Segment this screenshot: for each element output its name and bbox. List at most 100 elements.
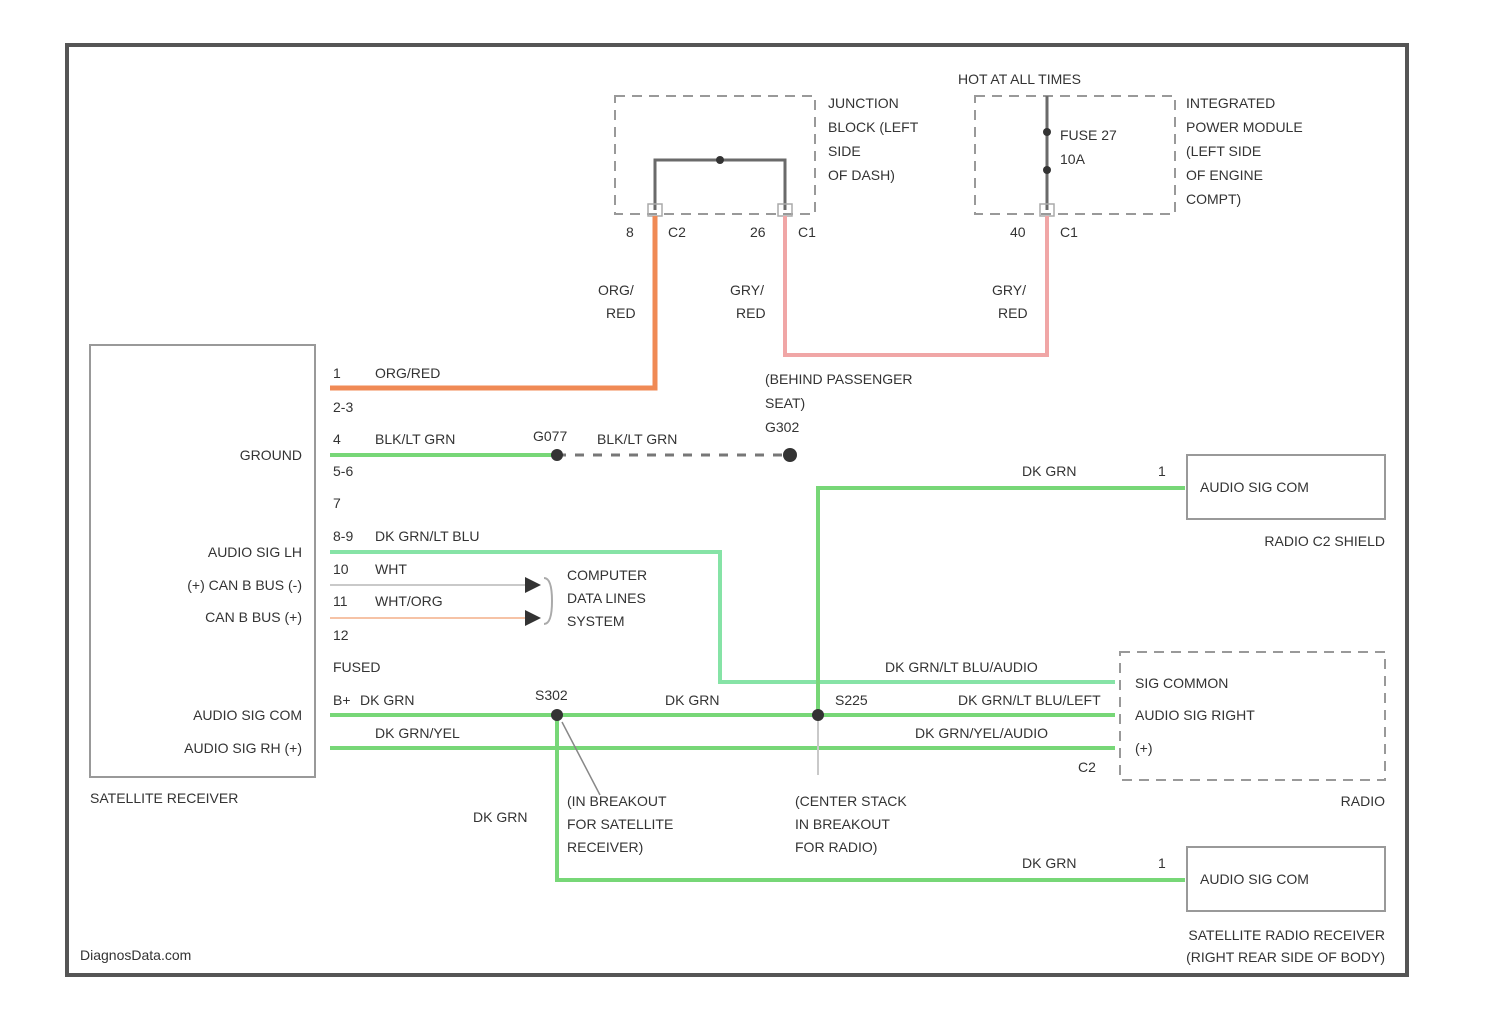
ground-loc-2: SEAT)	[765, 395, 805, 411]
fuse-node-bottom	[1043, 166, 1051, 174]
wire-label-org-2: RED	[606, 305, 636, 321]
radio-c2-caption: RADIO C2 SHIELD	[1264, 533, 1385, 549]
sat-splice-label: S302	[535, 687, 568, 703]
sat-pin-label-rh: AUDIO SIG RH (+)	[184, 740, 302, 756]
jb-left-pin: 8	[626, 224, 634, 240]
sat-row-pin-2: 2-3	[333, 399, 353, 415]
wire-label-vert: DK GRN	[473, 809, 527, 825]
junction-bus-node	[716, 156, 724, 164]
jb-label-2: BLOCK (LEFT	[828, 119, 919, 135]
junction-block-bus	[655, 160, 785, 210]
ground-loc-3: G302	[765, 419, 799, 435]
ctr-breakout-1: (CENTER STACK	[795, 793, 907, 809]
sat-row-pin-5: 7	[333, 495, 341, 511]
sat-pin-label-ground: GROUND	[240, 447, 302, 463]
wire-label-gry1-1: GRY/	[730, 282, 764, 298]
ipm-label-5: COMPT)	[1186, 191, 1241, 207]
sat-pin-label-lh: AUDIO SIG LH	[208, 544, 302, 560]
sat-row-pin-4: 5-6	[333, 463, 353, 479]
sat-row-pin-11: B+	[333, 692, 351, 708]
wire-label-audio-lh: DK GRN/LT BLU/AUDIO	[885, 659, 1038, 675]
sat-row-wire-10: FUSED	[333, 659, 380, 675]
sat-row-wire-1: ORG/RED	[375, 365, 440, 381]
sat-splice-dot	[551, 709, 563, 721]
radio-caption: RADIO	[1341, 793, 1385, 809]
ground-wire-label: BLK/LT GRN	[597, 431, 677, 447]
cdl-label-2: DATA LINES	[567, 590, 646, 606]
wire-label-sat-radio: DK GRN	[1022, 855, 1076, 871]
ctr-splice-dot	[812, 709, 824, 721]
sat-radio-pin-text: AUDIO SIG COM	[1200, 871, 1309, 887]
radio-c2-pin-text: AUDIO SIG COM	[1200, 479, 1309, 495]
sat-row-pin-3: 4	[333, 431, 341, 447]
ipm-label-3: (LEFT SIDE	[1186, 143, 1261, 159]
wire-label-audio-rh: DK GRN/YEL/AUDIO	[915, 725, 1048, 741]
ipm-hot-note: HOT AT ALL TIMES	[958, 71, 1081, 87]
radio-conn: C2	[1078, 759, 1096, 775]
jb-label-4: OF DASH)	[828, 167, 895, 183]
ctr-breakout-3: FOR RADIO)	[795, 839, 877, 855]
cdl-label-3: SYSTEM	[567, 613, 625, 629]
wire-org-red	[330, 216, 655, 388]
ipm-conn: C1	[1060, 224, 1078, 240]
wire-label-audio-left: DK GRN/LT BLU/LEFT	[958, 692, 1101, 708]
jb-left-conn: C2	[668, 224, 686, 240]
sat-pin-label-canb-neg: (+) CAN B BUS (-)	[187, 577, 302, 593]
wire-label-org-1: ORG/	[598, 282, 634, 298]
sat-row-pin-7: 10	[333, 561, 349, 577]
wire-label-gry2-2: RED	[998, 305, 1028, 321]
sat-row-wire-3: BLK/LT GRN	[375, 431, 455, 447]
ctr-splice-label: S225	[835, 692, 868, 708]
sat-row-pin-1: 1	[333, 365, 341, 381]
ground-splice-label: G077	[533, 428, 567, 444]
wire-label-dkgrn-mid: DK GRN	[665, 692, 719, 708]
fuse-label-1: FUSE 27	[1060, 127, 1117, 143]
computer-data-brace	[544, 578, 552, 624]
radio-pin-sig-common: SIG COMMON	[1135, 675, 1228, 691]
sat-row-wire-7: WHT	[375, 561, 407, 577]
radio-pin-plus: (+)	[1135, 740, 1153, 756]
sat-radio-pin-num: 1	[1158, 855, 1166, 871]
ipm-label-4: OF ENGINE	[1186, 167, 1263, 183]
sat-row-wire-11: DK GRN	[360, 692, 414, 708]
radio-pin-audio-right: AUDIO SIG RIGHT	[1135, 707, 1255, 723]
diagram-frame	[67, 45, 1407, 975]
sat-breakout-2: FOR SATELLITE	[567, 816, 673, 832]
sat-breakout-1: (IN BREAKOUT	[567, 793, 667, 809]
cdl-label-1: COMPUTER	[567, 567, 647, 583]
ground-splice-dot	[551, 449, 563, 461]
sat-radio-caption-2: (RIGHT REAR SIDE OF BODY)	[1186, 949, 1385, 965]
wire-label-gry1-2: RED	[736, 305, 766, 321]
ctr-breakout-2: IN BREAKOUT	[795, 816, 890, 832]
sat-row-wire-6: DK GRN/LT BLU	[375, 528, 480, 544]
sat-breakout-3: RECEIVER)	[567, 839, 643, 855]
ipm-label-2: POWER MODULE	[1186, 119, 1303, 135]
jb-label-1: JUNCTION	[828, 95, 899, 111]
jb-right-pin: 26	[750, 224, 766, 240]
ground-eyelet	[783, 448, 797, 462]
sat-pin-label-com: AUDIO SIG COM	[193, 707, 302, 723]
ground-loc-1: (BEHIND PASSENGER	[765, 371, 913, 387]
sat-row-pin-8: 11	[333, 593, 348, 609]
watermark: DiagnosData.com	[80, 947, 191, 963]
wire-label-radio-c2: DK GRN	[1022, 463, 1076, 479]
sat-breakout-leader	[562, 722, 600, 795]
sat-row-pin-9: 12	[333, 627, 349, 643]
sat-receiver-name: SATELLITE RECEIVER	[90, 790, 238, 806]
can-arrow-1	[525, 577, 541, 593]
jb-label-3: SIDE	[828, 143, 861, 159]
sat-radio-caption-1: SATELLITE RADIO RECEIVER	[1188, 927, 1385, 943]
jb-right-conn: C1	[798, 224, 816, 240]
can-arrow-2	[525, 610, 541, 626]
ipm-label-1: INTEGRATED	[1186, 95, 1275, 111]
wire-label-gry2-1: GRY/	[992, 282, 1026, 298]
radio-c2-pin-num: 1	[1158, 463, 1166, 479]
sat-row-wire-12: DK GRN/YEL	[375, 725, 460, 741]
sat-pin-label-canb-pos: CAN B BUS (+)	[205, 609, 302, 625]
fuse-node-top	[1043, 128, 1051, 136]
ipm-pin-num: 40	[1010, 224, 1026, 240]
fuse-label-2: 10A	[1060, 151, 1086, 167]
sat-row-pin-6: 8-9	[333, 528, 353, 544]
sat-row-wire-8: WHT/ORG	[375, 593, 443, 609]
